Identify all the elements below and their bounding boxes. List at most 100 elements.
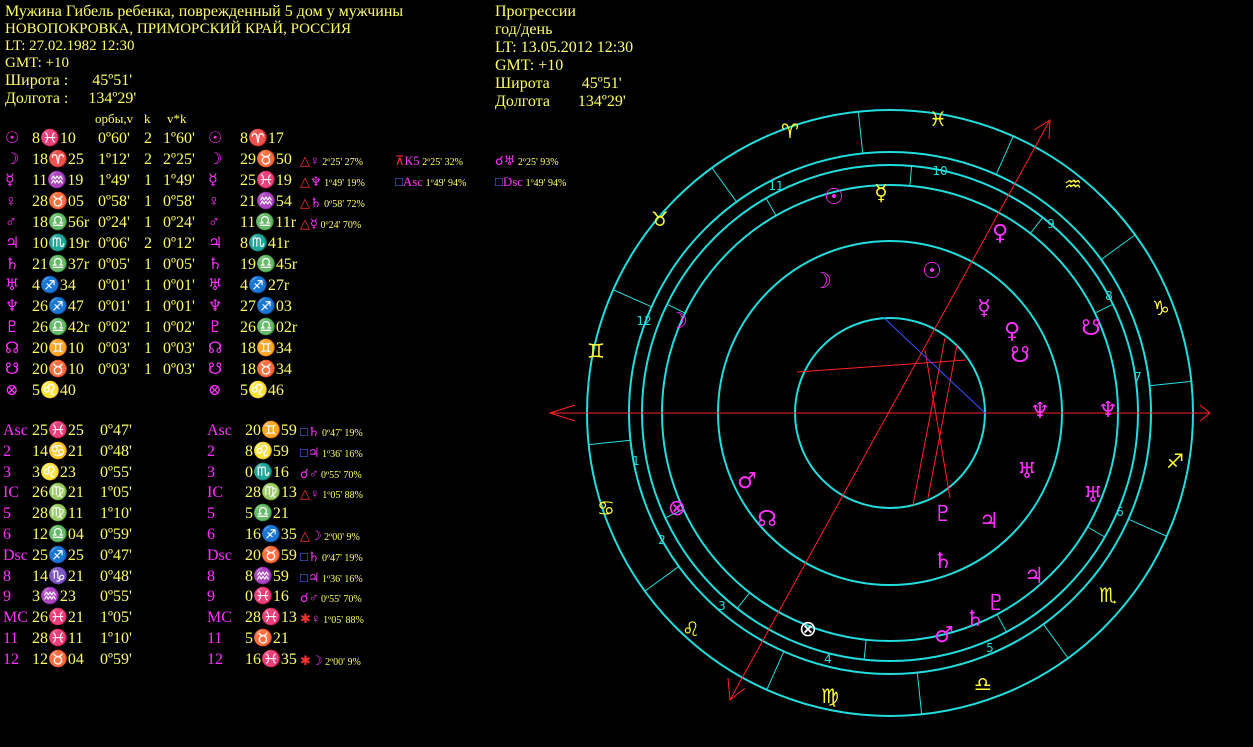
aspect-planet: ♂ (308, 465, 319, 481)
house-number: 9 (1047, 217, 1055, 231)
zodiac-sign-glyph: ♊ (587, 339, 605, 363)
natal-planet-glyph: ♅ (1017, 459, 1037, 484)
aspect-value: 0º47' 19% (319, 552, 363, 564)
planet-k: 1 (144, 298, 152, 315)
planet-position: 8♓10 (32, 130, 76, 147)
planet-glyph: ♄ (5, 256, 20, 273)
prog-planet-position: 18♉34 (240, 361, 292, 378)
aspect-planet: ♂ (308, 590, 319, 606)
zodiac-sign-glyph: ♑ (1152, 296, 1170, 320)
aspect-symbol: △ (300, 174, 310, 189)
house-number: 4 (824, 652, 832, 666)
house-name: 2 (3, 442, 11, 460)
prog-house-position: 0♏16 (245, 463, 289, 481)
progressed-planet-glyph: ⊗ (799, 617, 817, 642)
house-cusp (765, 197, 777, 216)
house-number: 11 (768, 179, 783, 193)
natal-planet-glyph: ☊ (757, 507, 777, 532)
planet-position: 11♒19 (32, 172, 84, 189)
prog-planet-glyph: ☋ (208, 361, 223, 378)
aspect-symbol: ☌ (300, 590, 309, 606)
prog-house-position: 16♓35 (245, 650, 297, 668)
house-cusp (863, 639, 867, 660)
aspect-value: 2º00' 9% (321, 532, 360, 543)
sign-boundary (644, 566, 680, 592)
aspect-symbol: □ (395, 174, 403, 189)
natal-planet-glyph: ♃ (979, 509, 999, 534)
planet-k: 1 (144, 172, 152, 189)
house-cusp (665, 508, 684, 519)
prog-house-name: 5 (207, 505, 215, 523)
planet-position: 21♎37r (32, 256, 90, 273)
aspect-line (912, 337, 946, 506)
house-number: 1 (632, 454, 640, 468)
house-name: 12 (3, 650, 19, 668)
planet-k: 1 (144, 277, 152, 294)
planet-vk: 0º01' (163, 277, 195, 294)
aspect-value: 0º58' 72% (321, 199, 365, 210)
planet-position: 26♎42r (32, 319, 90, 336)
prog-planet-glyph: ♀ (208, 193, 220, 210)
house-orb: 0º48' (100, 442, 132, 460)
aspect-symbol: △ (300, 486, 310, 502)
natal-planet-glyph: ♀ (1004, 319, 1020, 344)
house-position: 25♓25 (32, 422, 84, 439)
planet-glyph: ⊗ (5, 382, 19, 399)
sign-boundary (1100, 234, 1136, 260)
aspect-planet: Asc (402, 174, 424, 189)
progressed-planet-glyph: ♅ (1083, 483, 1103, 508)
zodiac-sign-glyph: ♉ (651, 207, 669, 231)
prog-house-position: 28♍13 (245, 484, 297, 502)
house-number: 7 (1134, 370, 1142, 384)
zodiac-sign-glyph: ♏ (1099, 583, 1117, 607)
prog-planet-position: 8♏41r (240, 235, 290, 252)
planet-position: 26♐47 (32, 298, 84, 315)
natal-planet-glyph: ♆ (1030, 399, 1050, 424)
natal-planet-glyph: ⊗ (668, 496, 686, 521)
aspect-entry: □♃ 1º36' 16% (300, 443, 363, 465)
prog-planet-glyph: ♇ (208, 319, 223, 336)
sign-boundary (857, 111, 864, 154)
aspect-symbol: ☌ (300, 465, 309, 481)
prog-planet-position: 29♉50 (240, 151, 292, 168)
prog-planet-position: 11♎11r (240, 214, 297, 231)
progressed-planet-glyph: ♀ (992, 221, 1008, 246)
planet-vk: 0º12' (163, 235, 195, 252)
prog-planet-glyph: ♅ (208, 277, 223, 294)
aspect-value: 1º49' 94% (423, 178, 467, 189)
planet-orb: 0º02' (98, 319, 130, 336)
aspect-entry: ✱☽ 2º00' 9% (300, 651, 361, 673)
planet-vk: 0º05' (163, 256, 195, 273)
aspect-value: 1º05' 88% (320, 615, 364, 627)
progressed-planet-glyph: ☽ (668, 309, 688, 334)
zodiac-sign-glyph: ♎ (974, 672, 992, 696)
aspect-planet: ♄ (307, 548, 320, 564)
prog-house-position: 5♎21 (245, 505, 289, 523)
progressed-planet-glyph: ♃ (1024, 564, 1044, 589)
planet-orb: 1º12' (98, 151, 130, 168)
prog-house-position: 16♐35 (245, 526, 297, 543)
natal-planet-glyph: ☽ (812, 269, 832, 294)
progression-title: Прогрессии (495, 3, 576, 20)
vk-column-header: v*k (167, 111, 187, 126)
house-position: 3♒23 (32, 588, 76, 606)
birth-place: НОВОПОКРОВКА, ПРИМОРСКИЙ КРАЙ, РОССИЯ (5, 21, 351, 37)
aspect-value: 1º49' 94% (523, 178, 567, 189)
house-cusp (909, 165, 913, 186)
aspect-line-square (883, 317, 986, 414)
aspect-value: 1º36' 16% (319, 448, 363, 460)
planet-glyph: ♃ (5, 235, 20, 252)
aspect-entry: ☌♂ 0º55' 70% (300, 588, 362, 610)
progression-longitude: Долгота 134º29' (495, 93, 626, 110)
aspect-entry: □Dsc 1º49' 94% (495, 172, 566, 194)
house-position: 28♍11 (32, 505, 84, 523)
aspect-value: 0º47' 19% (319, 428, 363, 439)
